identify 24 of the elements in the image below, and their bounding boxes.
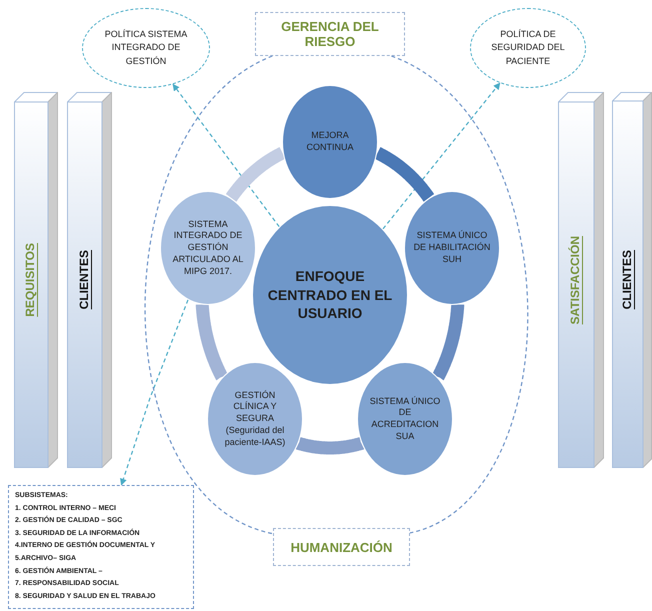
stage-label: SISTEMA ÚNICO DE ACREDITACION SUA	[368, 396, 442, 442]
arrow	[382, 82, 500, 230]
list-box	[8, 485, 194, 609]
heading-box	[255, 12, 405, 56]
heading-label: HUMANIZACIÓN	[290, 540, 392, 554]
heading-label: GERENCIA DEL RIESGO	[280, 19, 380, 49]
bar-label: CLIENTES	[76, 250, 90, 310]
dashed-connector	[144, 55, 274, 534]
arrow	[120, 300, 189, 486]
center-label: ENFOQUE CENTRADO EN EL USUARIO	[267, 266, 393, 324]
dashed-connector	[391, 55, 528, 534]
arrow	[172, 84, 280, 228]
stage-label: MEJORA CONTINUA	[306, 130, 354, 154]
bar-label: SATISFACCIÓN	[568, 236, 582, 324]
policy-ellipse	[82, 8, 210, 88]
stage-label: GESTIÓN CLÍNICA Y SEGURA (Seguridad del paciente-IAAS)	[224, 390, 286, 448]
bar-label: CLIENTES	[620, 250, 634, 310]
policy-ellipse	[470, 8, 586, 88]
heading-box	[273, 528, 410, 566]
stage-label: SISTEMA ÚNICO DE HABILITACIÓN SUH	[413, 230, 491, 266]
bar-label: REQUISITOS	[23, 243, 37, 317]
policy-label: POLÍTICA DE SEGURIDAD DEL PACIENTE	[490, 28, 566, 68]
policy-label: POLÍTICA SISTEMA INTEGRADO DE GESTIÓN	[104, 28, 188, 68]
stage-label: SISTEMA INTEGRADO DE GESTIÓN ARTICULADO AL MIPG 2017.	[172, 218, 244, 278]
